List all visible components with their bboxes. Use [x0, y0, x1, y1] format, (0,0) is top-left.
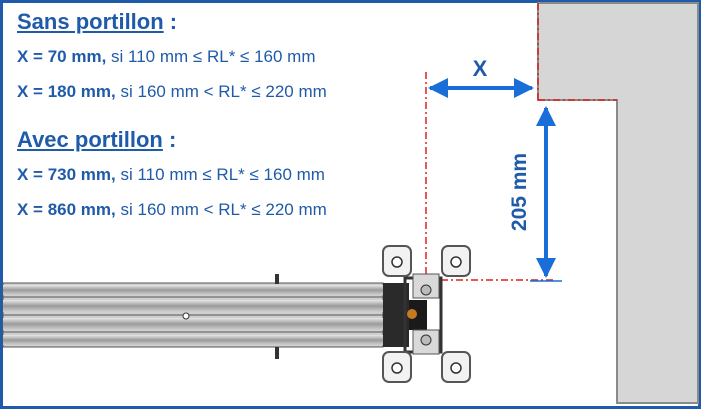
condition-line: X = 180 mm, si 160 mm < RL* ≤ 220 mm [17, 82, 327, 102]
reference-lines [425, 3, 617, 281]
condition-line: X = 860 mm, si 160 mm < RL* ≤ 220 mm [17, 200, 327, 220]
section-colon: : [163, 9, 178, 34]
condition-range: si 160 mm < RL* ≤ 220 mm [115, 200, 327, 219]
condition-line: X = 70 mm, si 110 mm ≤ RL* ≤ 160 mm [17, 47, 316, 67]
section-colon: : [162, 127, 177, 152]
height-dimension-label: 205 mm [508, 153, 531, 231]
section-heading-sans-portillon: Sans portillon : [17, 9, 177, 35]
condition-range: si 110 mm ≤ RL* ≤ 160 mm [115, 165, 325, 184]
rail [2, 274, 384, 359]
end-bracket [382, 245, 471, 383]
wall-profile [537, 2, 699, 404]
condition-value: X = 860 mm, [17, 200, 116, 219]
condition-range: si 160 mm < RL* ≤ 220 mm [115, 82, 327, 101]
condition-range: si 110 mm ≤ RL* ≤ 160 mm [106, 47, 316, 66]
x-dimension-label: X [473, 56, 488, 81]
condition-value: X = 180 mm, [17, 82, 116, 101]
section-title: Avec portillon [17, 127, 163, 152]
section-heading-avec-portillon: Avec portillon : [17, 127, 176, 153]
condition-line: X = 730 mm, si 110 mm ≤ RL* ≤ 160 mm [17, 165, 325, 185]
section-title: Sans portillon [17, 9, 164, 34]
condition-value: X = 730 mm, [17, 165, 116, 184]
condition-value: X = 70 mm, [17, 47, 107, 66]
